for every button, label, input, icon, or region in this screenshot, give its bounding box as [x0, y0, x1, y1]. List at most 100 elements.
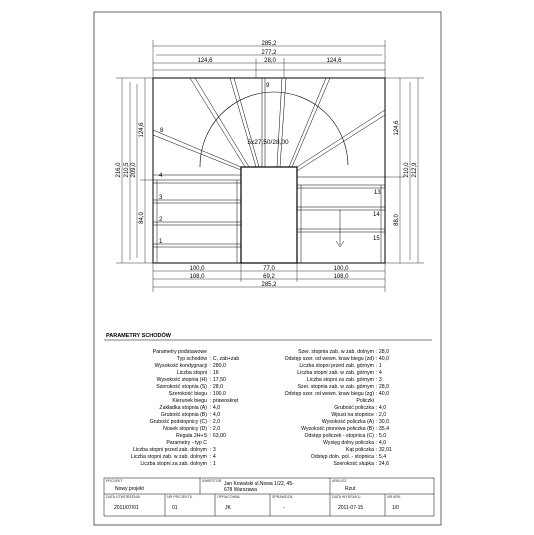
- param-value: : 4: [376, 370, 382, 376]
- stair-well: [240, 166, 298, 264]
- param-value: : 280,0: [210, 363, 226, 369]
- param-label: Szer. stopnia zab. w zab. dolnym: [298, 349, 374, 355]
- tb-checked-label: SPRAWDZIŁ: [272, 495, 293, 499]
- param-label: Typ schodów: [176, 356, 207, 362]
- dim-right-outer: 212,9: [412, 162, 418, 178]
- step-number-9: 9: [266, 83, 270, 89]
- dimension-lines-bottom: [152, 263, 386, 292]
- dim-right-lower: 88,0: [394, 214, 400, 226]
- tb-project: Nowy projekt: [115, 486, 144, 492]
- tb-sheet-no-label: NR ARK.: [387, 495, 402, 499]
- dim-left-mid: 210,5: [124, 162, 130, 178]
- param-label: Kierunek biegu: [172, 398, 207, 404]
- center-label: 5x27,50/28,00: [247, 139, 289, 146]
- dim-overall-bottom: 285,2: [261, 282, 277, 288]
- tb-investor-line-2: 678 Warszawa: [224, 487, 257, 493]
- param-label: Odstęp policzek - stopnica (C): [304, 433, 374, 439]
- param-value: : 2,0: [210, 419, 221, 425]
- params-title: PARAMETRY SCHODÓW: [106, 333, 171, 339]
- title-block-grid: [103, 477, 435, 517]
- param-label: Kąt policzka: [346, 447, 374, 453]
- param-label: Wysięg dolny policzka: [323, 440, 374, 446]
- param-label: Liczba stopni zab. w zab. górnym: [297, 370, 374, 376]
- param-value: : 24,6: [376, 461, 389, 467]
- tb-checked: -: [283, 505, 285, 511]
- step-number-14: 14: [373, 212, 380, 218]
- param-value: : 1: [376, 363, 382, 369]
- param-label: Nosek stopnicy (D): [163, 426, 207, 432]
- tb-author: JK: [225, 505, 231, 511]
- param-value: : 2,0: [376, 412, 387, 418]
- param-label: Liczba stopni przed zab. górnym: [299, 363, 374, 369]
- dim-overall-top: 285,2: [261, 41, 277, 47]
- step-number-15: 15: [373, 236, 380, 242]
- tb-investor-line-1: Jan Kowalski ul.Nowa 1/22, 45-: [224, 481, 294, 487]
- param-value: : 16: [210, 370, 219, 376]
- dim-right-mid: 210,0: [404, 162, 410, 178]
- dim-right-top: 124,6: [326, 58, 342, 64]
- tb-sheet-label: ARKUSZ: [332, 479, 347, 483]
- dim-right-inner-bottom: 100,0: [333, 266, 349, 272]
- tb-date-created-label: DATA UTWORZENIA: [106, 495, 141, 499]
- tb-sheet: Rzut: [345, 486, 356, 492]
- dim-right-upper: 124,6: [394, 120, 400, 136]
- param-value: : 5,4: [376, 454, 387, 460]
- param-value: : 3: [376, 377, 382, 383]
- param-value: : 1: [210, 461, 216, 467]
- param-label: Odstęp doln. pol. - stopnica: [310, 454, 374, 460]
- param-value: : C, zab+zab: [210, 356, 240, 362]
- step-number-4: 4: [159, 173, 163, 179]
- tb-investor-label: INWESTOR: [202, 479, 222, 483]
- param-value: : 100,0: [210, 391, 226, 397]
- dim-mid-inner-bottom: 77,0: [263, 266, 275, 272]
- param-value: : 4,0: [376, 440, 387, 446]
- dimension-lines-right: [385, 77, 424, 264]
- dim-mid-outer-bottom: 69,2: [263, 274, 275, 280]
- param-label: Grubość policzka: [334, 405, 374, 411]
- param-label: Liczba stopni zab. w zab. dolnym: [130, 454, 207, 460]
- param-label: Wysokość kondygnacji: [154, 363, 207, 369]
- tb-sheet-no: 1/0: [392, 505, 399, 511]
- param-label: Reguła 2H+S: [175, 433, 207, 439]
- step-number-13: 13: [374, 190, 381, 196]
- param-label: Parametry podstawowe: [152, 349, 207, 355]
- left-flight-steps: [153, 179, 241, 263]
- param-label: Szer. stopnia zab. w zab. górnym: [297, 384, 374, 390]
- param-label: Szerokość biegu: [168, 391, 207, 397]
- dim-left-inner-bottom: 100,0: [189, 266, 205, 272]
- param-label: Grubość stopnia (B): [160, 412, 207, 418]
- step-number-1: 1: [159, 239, 163, 245]
- param-value: : 40,0: [376, 391, 389, 397]
- param-label: Zakładka stopnia (A): [159, 405, 207, 411]
- param-label: Odstęp szer. od wewn. kraw biegu (zg): [284, 391, 374, 397]
- param-label: Szerokość stopnia (S): [156, 384, 207, 390]
- tb-number-label: NR PROJEKTU: [167, 495, 193, 499]
- param-value: : 3: [210, 447, 216, 453]
- sheet-frame: [93, 11, 442, 526]
- param-label: Wpust na stopnice: [331, 412, 374, 418]
- tb-date-print-label: DATA WYDRUKU: [332, 495, 361, 499]
- dimension-lines-top: [152, 40, 386, 78]
- param-label: Wysokość pionowa policzka (B): [301, 426, 374, 432]
- param-value: : 28,0: [210, 384, 223, 390]
- param-value: : prawoskręt: [210, 398, 239, 404]
- param-value: : 35,4: [376, 426, 389, 432]
- tb-number: 01: [172, 505, 178, 511]
- dim-inner-top: 277,2: [261, 50, 277, 56]
- stair-outline: [152, 77, 386, 264]
- param-label: Szerokość słupka: [333, 461, 374, 467]
- param-label: Liczba stopni przed zab. dolnym: [132, 447, 207, 453]
- param-value: : 4: [210, 454, 216, 460]
- param-value: : 5,0: [376, 433, 387, 439]
- param-label: Wysokość policzka (A): [321, 419, 374, 425]
- param-label: Liczba stopni za zab. górnym: [306, 377, 374, 383]
- param-value: : 17,50: [210, 377, 226, 383]
- param-label: Parametry - typ C: [166, 440, 207, 446]
- param-label: Wysokość stopnia (H): [156, 377, 207, 383]
- param-value: : 28,0: [376, 384, 389, 390]
- param-value: : 40,0: [376, 356, 389, 362]
- dim-left-outer-bottom: 108,0: [189, 274, 205, 280]
- right-flight-steps: [297, 184, 385, 263]
- param-value: : 4,0: [210, 412, 221, 418]
